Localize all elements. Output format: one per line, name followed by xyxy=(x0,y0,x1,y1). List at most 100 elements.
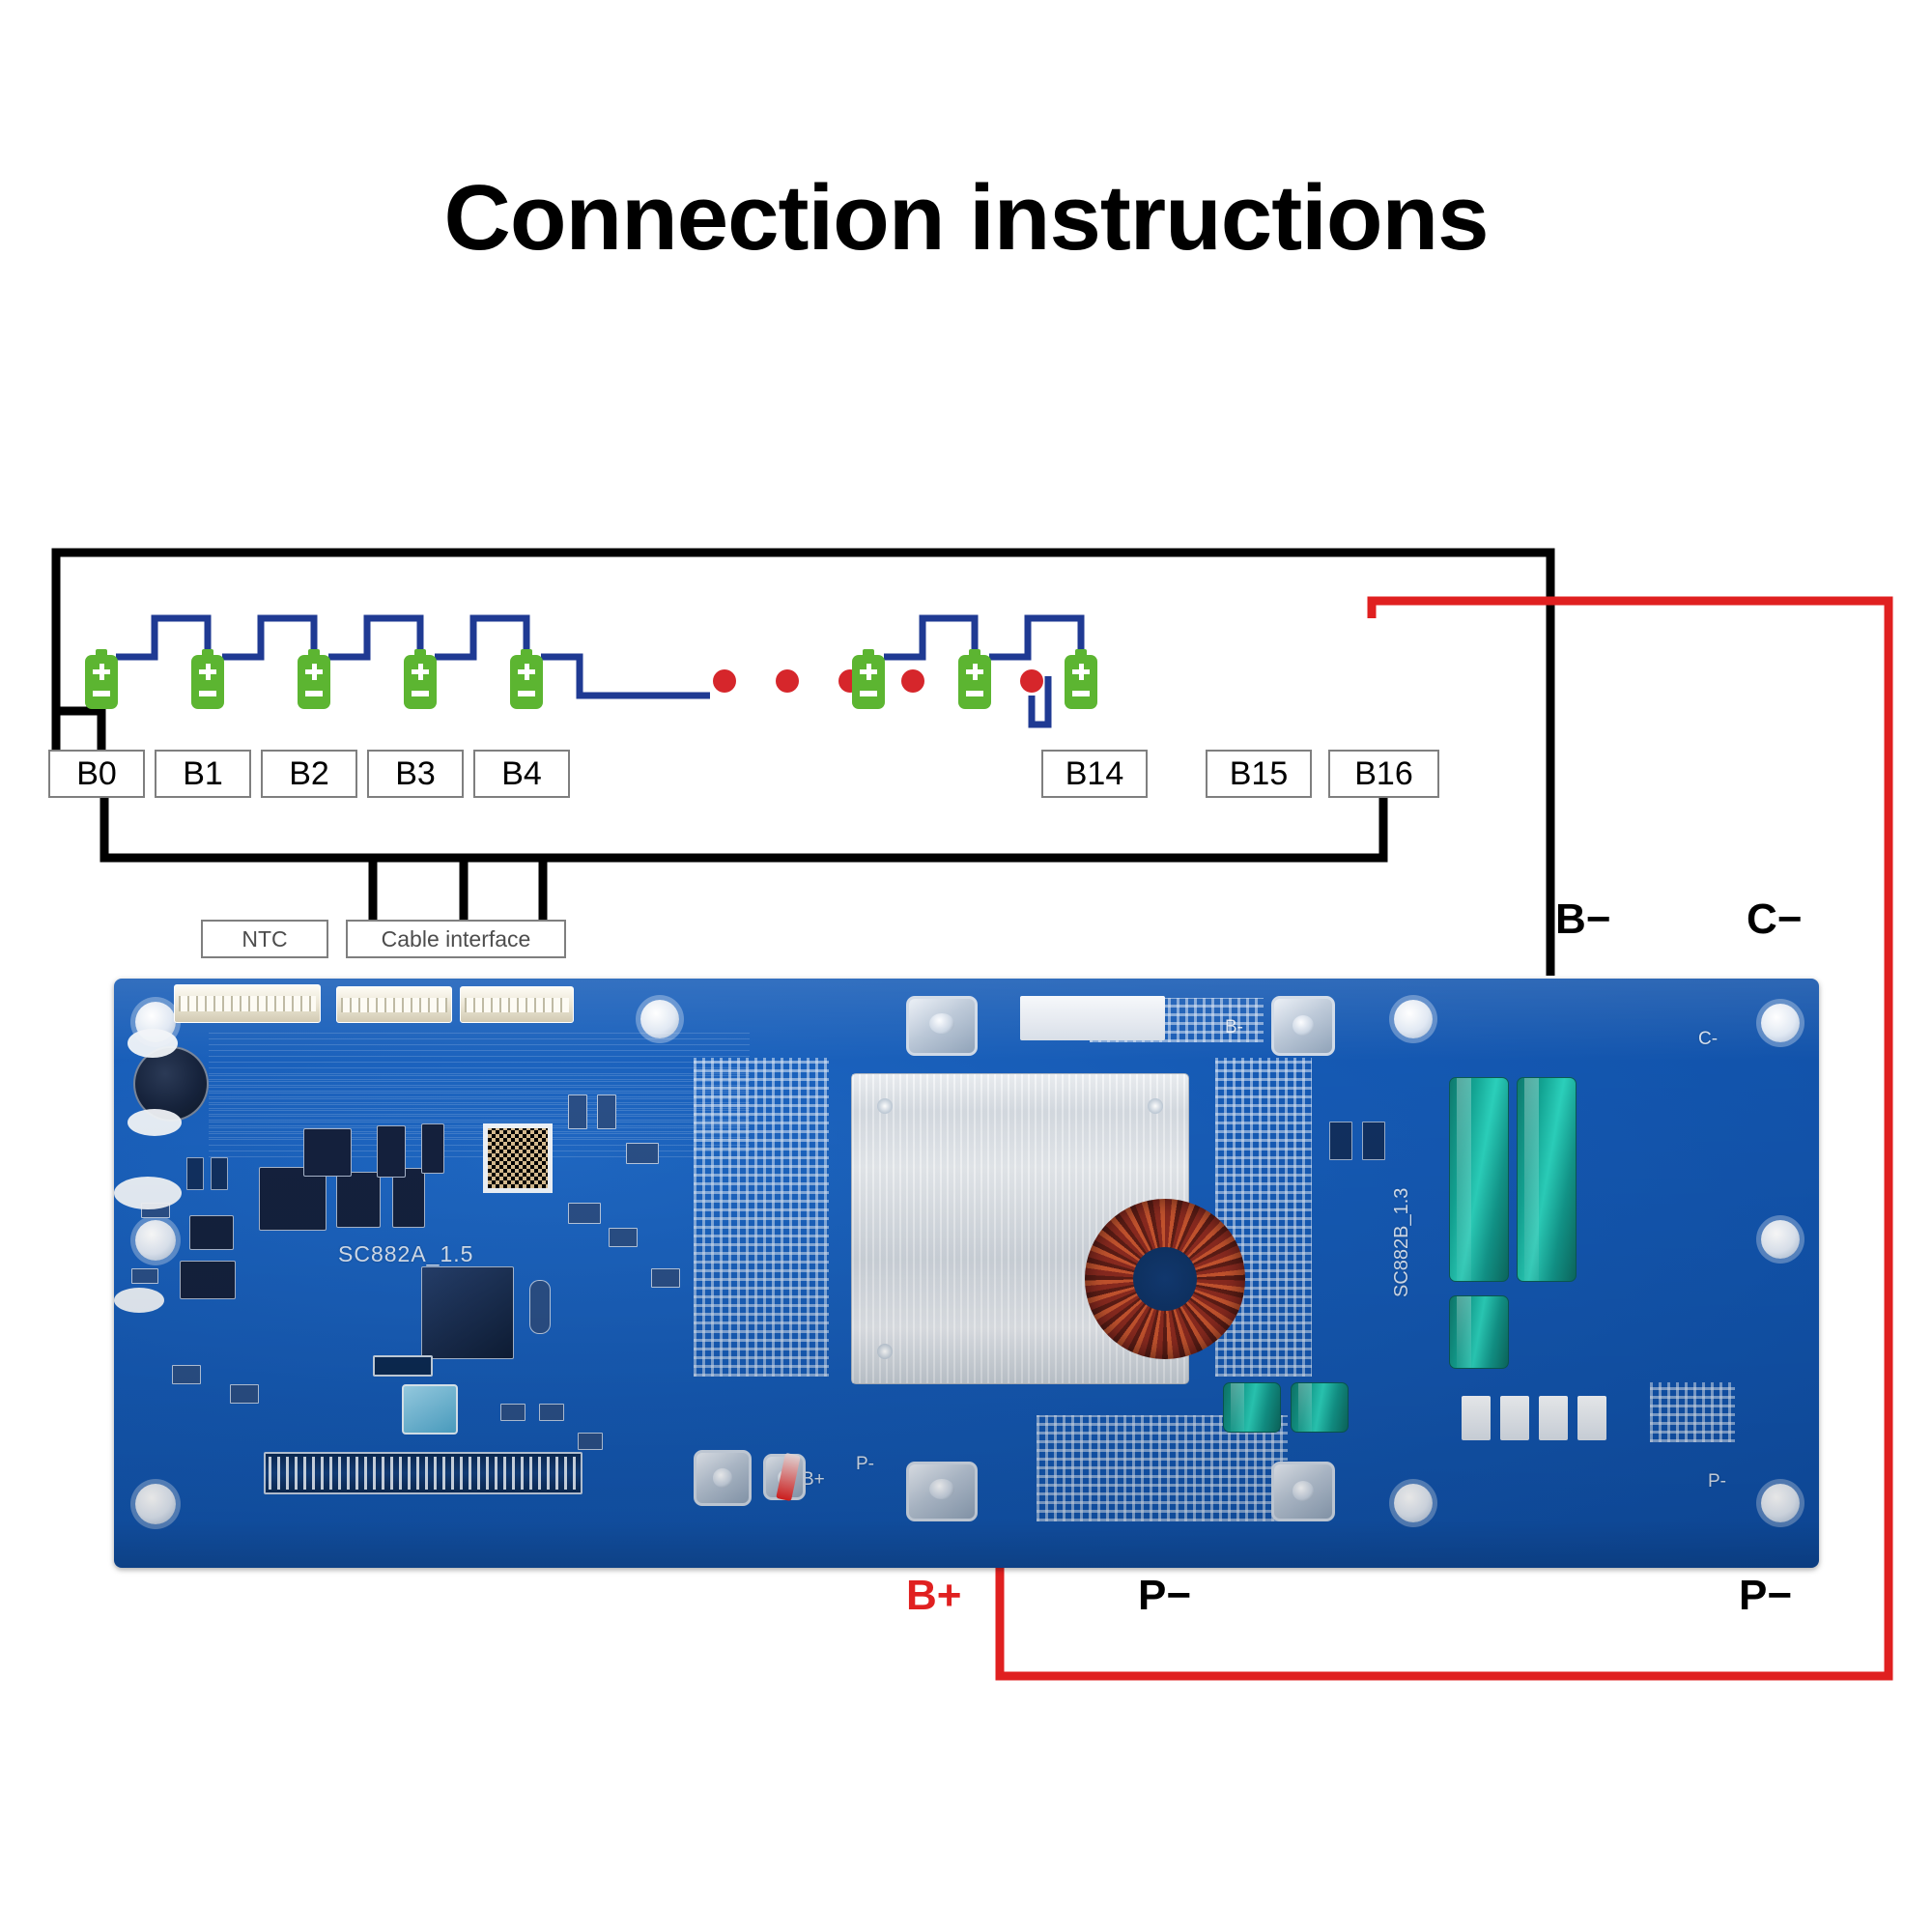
minus-icon xyxy=(860,691,877,696)
jst-connector xyxy=(460,986,574,1023)
blue-link-b3-b4 xyxy=(435,614,530,661)
minus-icon xyxy=(1072,691,1090,696)
smd-ic xyxy=(303,1128,352,1177)
smd-ic xyxy=(377,1125,406,1178)
solder-blob xyxy=(114,1288,164,1313)
driver-ic xyxy=(392,1168,425,1228)
plus-icon-vertical xyxy=(524,664,529,680)
smd-component xyxy=(597,1094,616,1129)
battery-cell-b1 xyxy=(191,649,224,709)
heatsink-screw xyxy=(1148,1098,1163,1114)
silkscreen-bplus: B+ xyxy=(802,1469,825,1491)
blue-link-b2-b3 xyxy=(328,614,424,661)
battery-cap-icon xyxy=(96,649,107,657)
smd-resistor xyxy=(1577,1396,1606,1440)
battery-cap-icon xyxy=(414,649,426,657)
solder-blob xyxy=(128,1029,178,1058)
plus-icon-vertical xyxy=(972,664,978,680)
blue-link-b4-gap xyxy=(541,653,710,699)
blue-link-b14-b15 xyxy=(884,614,979,661)
crystal-oscillator xyxy=(529,1280,551,1334)
battery-cap-icon xyxy=(1075,649,1087,657)
driver-ic xyxy=(336,1172,381,1228)
terminal-label-p-minus-left: P− xyxy=(1138,1572,1192,1619)
mounting-hole xyxy=(640,1000,679,1038)
copper-pad-field xyxy=(1037,1415,1288,1521)
mounting-hole xyxy=(1394,1000,1433,1038)
battery-cell-b4 xyxy=(510,649,543,709)
screw-terminal-pad xyxy=(906,1462,978,1521)
afe-ic xyxy=(421,1266,514,1359)
smd-component xyxy=(131,1268,158,1284)
battery-cell-b16 xyxy=(1065,649,1097,709)
smd-component xyxy=(578,1433,603,1450)
terminal-label-b-minus: B− xyxy=(1555,895,1611,943)
mounting-hole xyxy=(135,1484,176,1524)
heatsink-screw xyxy=(877,1344,893,1359)
battery-cell-b14 xyxy=(852,649,885,709)
battery-cell-b2 xyxy=(298,649,330,709)
cell-label-b0: B0 xyxy=(48,750,145,798)
smd-component xyxy=(651,1268,680,1288)
small-ic xyxy=(180,1261,236,1299)
cell-label-b2: B2 xyxy=(261,750,357,798)
cable-interface-label-box: Cable interface xyxy=(346,920,566,958)
battery-cap-icon xyxy=(202,649,213,657)
silkscreen-bminus: B- xyxy=(1225,1017,1243,1038)
plus-icon-vertical xyxy=(866,664,871,680)
minus-icon xyxy=(518,691,535,696)
battery-cap-icon xyxy=(863,649,874,657)
ntc-label-box: NTC xyxy=(201,920,328,958)
plus-icon-vertical xyxy=(417,664,423,680)
cell-label-b15: B15 xyxy=(1206,750,1312,798)
plus-icon-vertical xyxy=(311,664,317,680)
white-thermal-strip xyxy=(1020,996,1165,1040)
screw-terminal-pad xyxy=(1271,1462,1335,1521)
smd-ic xyxy=(421,1123,444,1174)
jst-connector xyxy=(336,986,452,1023)
mounting-hole xyxy=(1394,1484,1433,1522)
mounting-hole xyxy=(1761,1484,1800,1522)
small-ic xyxy=(189,1215,234,1250)
battery-cap-icon xyxy=(308,649,320,657)
blue-link-b1-b2 xyxy=(222,614,318,661)
mcu-ic xyxy=(259,1167,327,1231)
blue-link-b13-b14 xyxy=(1028,676,1052,728)
electrolytic-capacitor xyxy=(1449,1295,1509,1369)
blue-link-b0-b1 xyxy=(116,614,212,661)
smd-component xyxy=(230,1384,259,1404)
electrolytic-capacitor xyxy=(1223,1382,1281,1433)
minus-icon xyxy=(199,691,216,696)
screw-terminal-pad xyxy=(694,1450,752,1506)
terminal-label-p-minus-right: P− xyxy=(1739,1572,1793,1619)
mounting-hole xyxy=(135,1220,176,1261)
toroidal-inductor xyxy=(1085,1199,1245,1359)
cell-label-b3: B3 xyxy=(367,750,464,798)
blue-link-b15-b16 xyxy=(989,614,1085,661)
push-button[interactable] xyxy=(402,1384,458,1435)
minus-icon xyxy=(305,691,323,696)
electrolytic-capacitor xyxy=(1449,1077,1509,1282)
jst-connector xyxy=(174,984,321,1023)
cell-label-b14: B14 xyxy=(1041,750,1148,798)
minus-icon xyxy=(412,691,429,696)
copper-pad-field xyxy=(1650,1382,1735,1442)
cell-label-b4: B4 xyxy=(473,750,570,798)
smd-component xyxy=(500,1404,526,1421)
minus-icon xyxy=(93,691,110,696)
silkscreen-pminus-1: P- xyxy=(856,1454,874,1475)
smd-resistor xyxy=(1462,1396,1491,1440)
smd-component xyxy=(568,1203,601,1224)
smd-component xyxy=(172,1365,201,1384)
bms-pcb-board: SC882A_1.5 SC882B_1.3 B+ P- P- C- B- xyxy=(114,979,1819,1568)
silkscreen-sc882a: SC882A_1.5 xyxy=(338,1241,473,1267)
pin-header xyxy=(373,1355,433,1377)
mounting-hole xyxy=(1761,1220,1800,1259)
heatsink-screw xyxy=(877,1098,893,1114)
electrolytic-capacitor xyxy=(1291,1382,1349,1433)
silkscreen-pminus-2: P- xyxy=(1708,1471,1726,1492)
battery-cell-b15 xyxy=(958,649,991,709)
smd-resistor xyxy=(1500,1396,1529,1440)
qr-code-label xyxy=(483,1123,553,1193)
mounting-hole xyxy=(1761,1004,1800,1042)
